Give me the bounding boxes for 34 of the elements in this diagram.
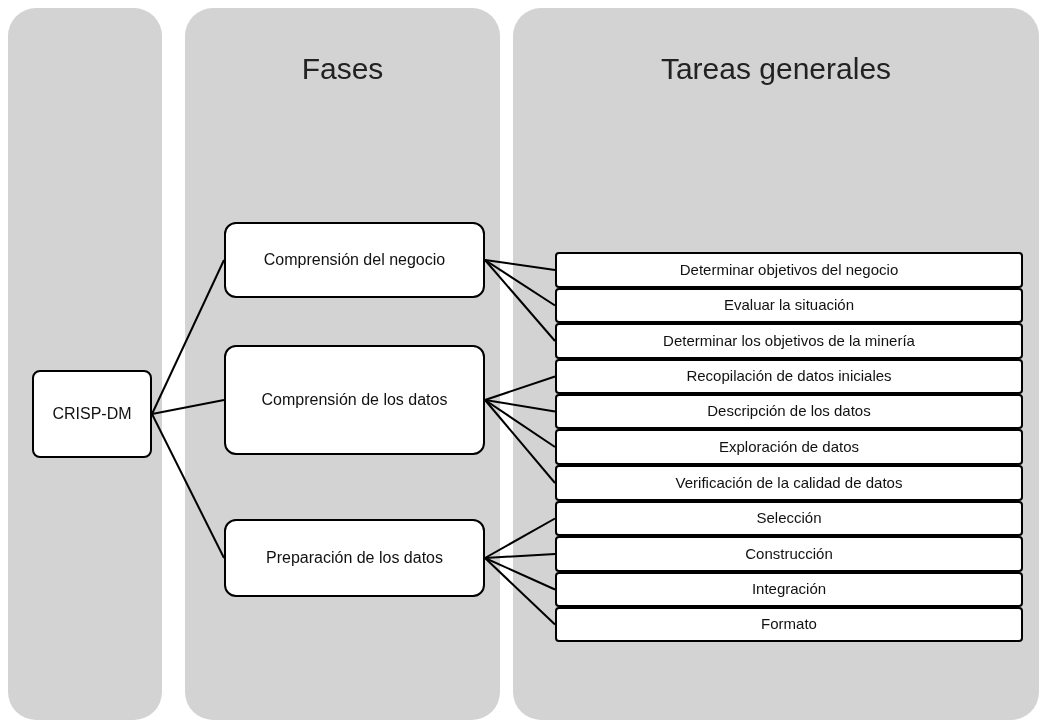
- connector-line: [484, 259, 556, 271]
- connector-line: [151, 259, 225, 415]
- column-panel: [8, 8, 162, 720]
- connector-line: [484, 553, 556, 559]
- task-box: Construcción: [555, 536, 1023, 572]
- connector-line: [484, 557, 556, 591]
- task-box: Selección: [555, 501, 1023, 536]
- task-box: Formato: [555, 607, 1023, 642]
- task-box: Verificación de la calidad de datos: [555, 465, 1023, 501]
- connector-line: [484, 259, 556, 307]
- root-box: CRISP-DM: [32, 370, 152, 458]
- connector-line: [484, 375, 556, 401]
- column-heading: Tareas generales: [659, 51, 893, 87]
- column-heading: Fases: [300, 51, 385, 87]
- task-box: Determinar los objetivos de la minería: [555, 323, 1023, 359]
- task-box: Descripción de los datos: [555, 394, 1023, 429]
- connector-line: [484, 399, 556, 484]
- column-panel: [185, 8, 500, 720]
- task-box: Determinar objetivos del negocio: [555, 252, 1023, 288]
- phase-box: Comprensión de los datos: [224, 345, 485, 455]
- connector-line: [151, 399, 225, 415]
- task-box: Recopilación de datos iniciales: [555, 359, 1023, 394]
- phase-box: Preparación de los datos: [224, 519, 485, 597]
- column-panel: [513, 8, 1039, 720]
- connector-line: [484, 399, 556, 413]
- connector-line: [484, 259, 556, 342]
- task-box: Integración: [555, 572, 1023, 607]
- task-box: Exploración de datos: [555, 429, 1023, 465]
- connector-line: [484, 517, 556, 559]
- connector-line: [484, 557, 556, 626]
- connector-line: [484, 399, 556, 448]
- phase-box: Comprensión del negocio: [224, 222, 485, 298]
- task-box: Evaluar la situación: [555, 288, 1023, 323]
- connector-line: [151, 413, 225, 559]
